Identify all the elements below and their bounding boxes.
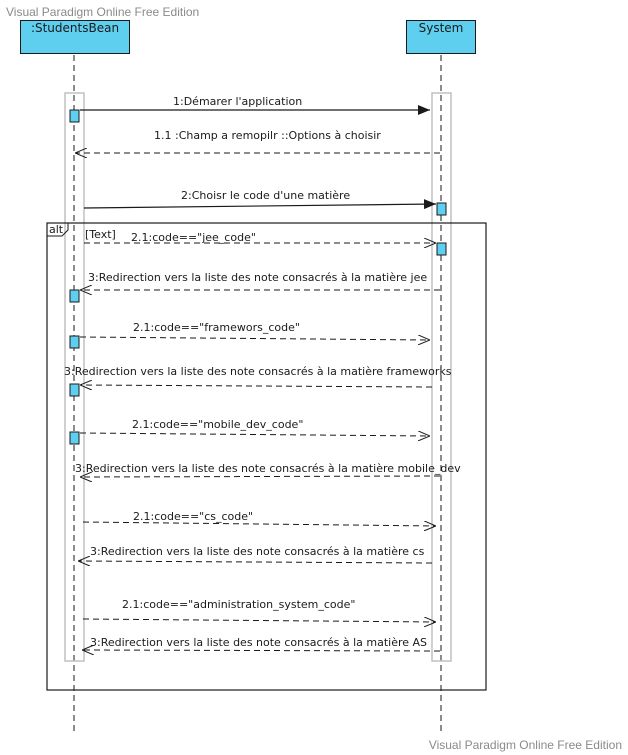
message-label-as-code: 2.1:code=="administration_system_code" (122, 598, 356, 611)
execution-outline-studentsbean (64, 92, 85, 662)
message-arrow-as-code[interactable] (82, 619, 436, 622)
message-label-cs-code: 2.1:code=="cs_code" (133, 510, 254, 523)
activation-box (69, 431, 80, 445)
message-label-cs-redirect: 3:Redirection vers la liste des note con… (90, 545, 425, 558)
lifeline-label-studentsbean: :StudentsBean (30, 21, 120, 35)
alt-fragment[interactable] (46, 222, 487, 691)
alt-fragment-tab (46, 223, 69, 237)
message-label-mobile-code: 2.1:code=="mobile_dev_code" (132, 418, 304, 431)
activation-box (69, 335, 80, 349)
lifeline-label-system: System (418, 21, 464, 35)
message-arrow-choose-code[interactable] (83, 199, 437, 210)
activation-box (69, 289, 80, 303)
message-label-options: 1.1 :Champ a remopilr ::Options à choisi… (154, 129, 381, 142)
alt-operator-label: alt (49, 223, 64, 236)
message-label-start-app: 1:Démarer l'application (173, 95, 303, 108)
lifeline-head-studentsbean[interactable]: :StudentsBean (20, 20, 130, 54)
activation-box (436, 242, 447, 256)
message-label-frameworks-code: 2.1:code=="framewors_code" (133, 321, 300, 334)
return-arrow-cs[interactable] (78, 561, 433, 563)
activation-box (436, 202, 447, 216)
message-label-mobile-redirect: 3:Redirection vers la liste des note con… (75, 462, 461, 475)
message-label-jee-redirect: 3:Redirection vers la liste des note con… (88, 271, 428, 284)
return-arrow-frameworks[interactable] (80, 385, 433, 387)
lifeline-head-system[interactable]: System (406, 20, 476, 54)
watermark-top: Visual Paradigm Online Free Edition (6, 5, 200, 19)
activation-box (69, 109, 80, 123)
message-label-choose-code: 2:Choisr le code d'une matière (181, 189, 351, 202)
activation-box (69, 383, 80, 397)
message-label-frameworks-redirect: 3:Redirection vers la liste des note con… (64, 365, 452, 378)
message-arrow-cs-code[interactable] (82, 522, 436, 526)
alt-guard-label: [Text] (85, 228, 116, 241)
message-arrow-mobile-code[interactable] (79, 433, 430, 436)
return-arrow-as[interactable] (82, 650, 441, 651)
message-label-jee-code: 2.1:code=="jee_code" (131, 231, 256, 244)
execution-outline-system (431, 92, 452, 662)
message-arrow-frameworks-code[interactable] (79, 337, 430, 340)
message-label-as-redirect: 3:Redirection vers la liste des note con… (90, 636, 428, 649)
return-arrow-mobile[interactable] (80, 476, 441, 477)
watermark-bottom: Visual Paradigm Online Free Edition (428, 738, 622, 752)
